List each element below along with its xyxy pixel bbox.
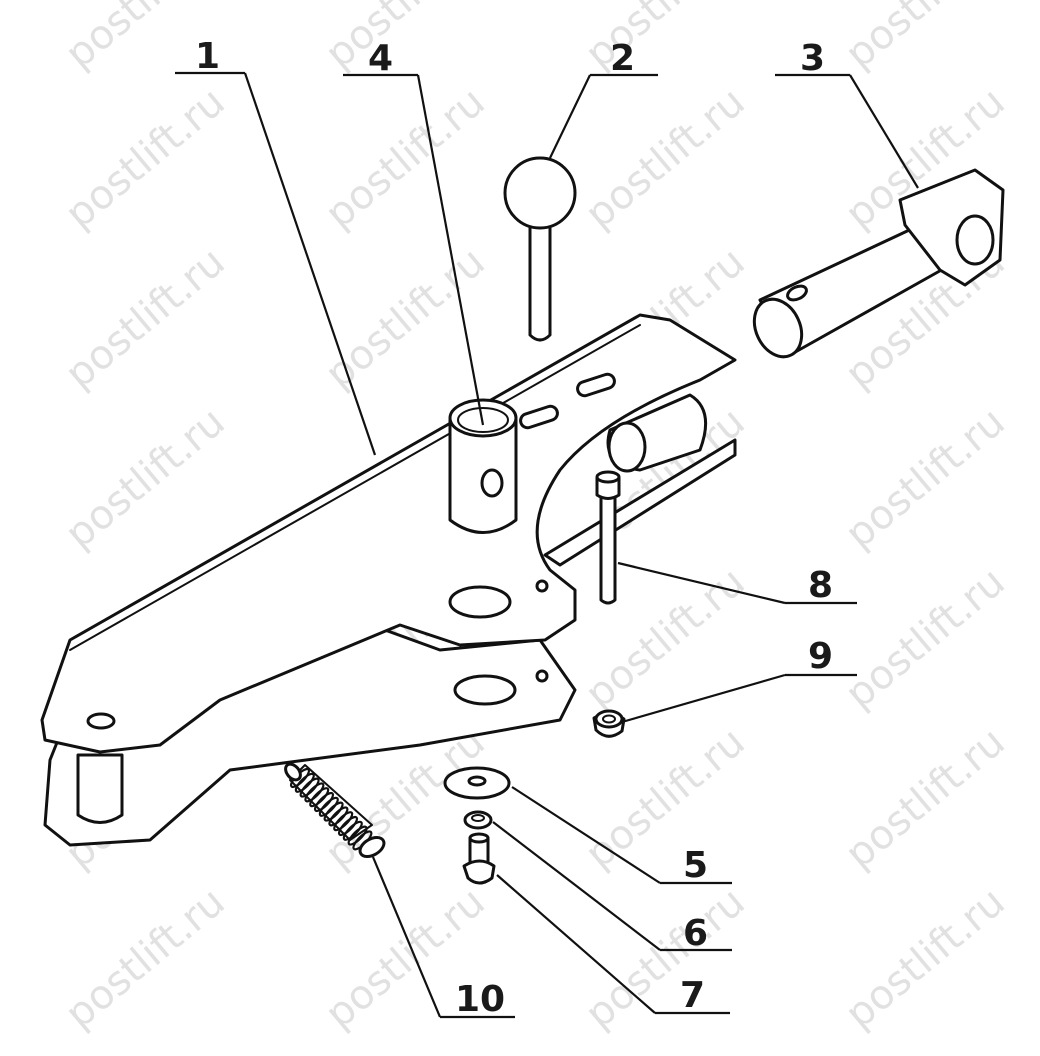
part-7-hex-bolt	[462, 832, 496, 885]
watermark-text: postlift.ru	[837, 879, 1014, 1038]
watermark-text: postlift.ru	[837, 719, 1014, 878]
spring-coil	[328, 806, 349, 827]
watermark-text: postlift.ru	[57, 79, 234, 238]
watermark-text: postlift.ru	[577, 719, 754, 878]
watermark-text: postlift.ru	[317, 239, 494, 398]
spring-coil	[294, 772, 315, 793]
callout-2: 2	[610, 38, 635, 79]
watermark-text: postlift.ru	[577, 79, 754, 238]
part-9-nut	[592, 709, 626, 738]
leader-lines	[175, 71, 919, 1019]
watermark-text: postlift.ru	[57, 399, 234, 558]
watermark-text: postlift.ru	[57, 879, 234, 1038]
spring-coil	[342, 820, 363, 841]
watermark-text: postlift.ru	[837, 559, 1014, 718]
spring-coil	[299, 777, 320, 798]
callout-8: 8	[808, 565, 833, 606]
part-5-washer	[443, 766, 511, 800]
watermark-text: postlift.ru	[317, 0, 494, 78]
part-10-extension-spring	[284, 762, 386, 858]
callout-9: 9	[808, 636, 833, 677]
callout-4: 4	[368, 38, 393, 79]
spring-coil	[313, 791, 335, 813]
spring-coil	[333, 811, 354, 832]
watermark-text: postlift.ru	[837, 0, 1014, 78]
spring-coil	[323, 801, 344, 822]
part-4-bushing	[448, 398, 518, 534]
part-8-cap-screw	[595, 470, 621, 605]
part-6-lock-washer	[463, 810, 493, 830]
callout-labels: 1 4 2 3 8 9 5 6 7 10	[195, 36, 833, 1020]
watermark-text: postlift.ru	[317, 79, 494, 238]
spring-coil	[304, 782, 325, 803]
spring-coil	[337, 815, 359, 837]
part-1-arm-lower-plate	[43, 608, 577, 847]
callout-1: 1	[195, 36, 220, 77]
watermark-text: postlift.ru	[57, 239, 234, 398]
callout-7: 7	[680, 975, 705, 1016]
callout-10: 10	[455, 979, 505, 1020]
spring-coil	[309, 787, 330, 808]
watermark-text: postlift.ru	[577, 0, 754, 78]
part-2-ball-knob-pin	[503, 156, 577, 342]
part-3-axle-pin	[752, 168, 1005, 359]
spring-coil	[347, 825, 368, 846]
callout-5: 5	[683, 845, 708, 886]
spring-coil	[318, 796, 339, 817]
part-1-arm-upper-plate	[40, 313, 737, 754]
callout-6: 6	[683, 913, 708, 954]
callout-3: 3	[800, 38, 825, 79]
watermark-text: postlift.ru	[837, 399, 1014, 558]
